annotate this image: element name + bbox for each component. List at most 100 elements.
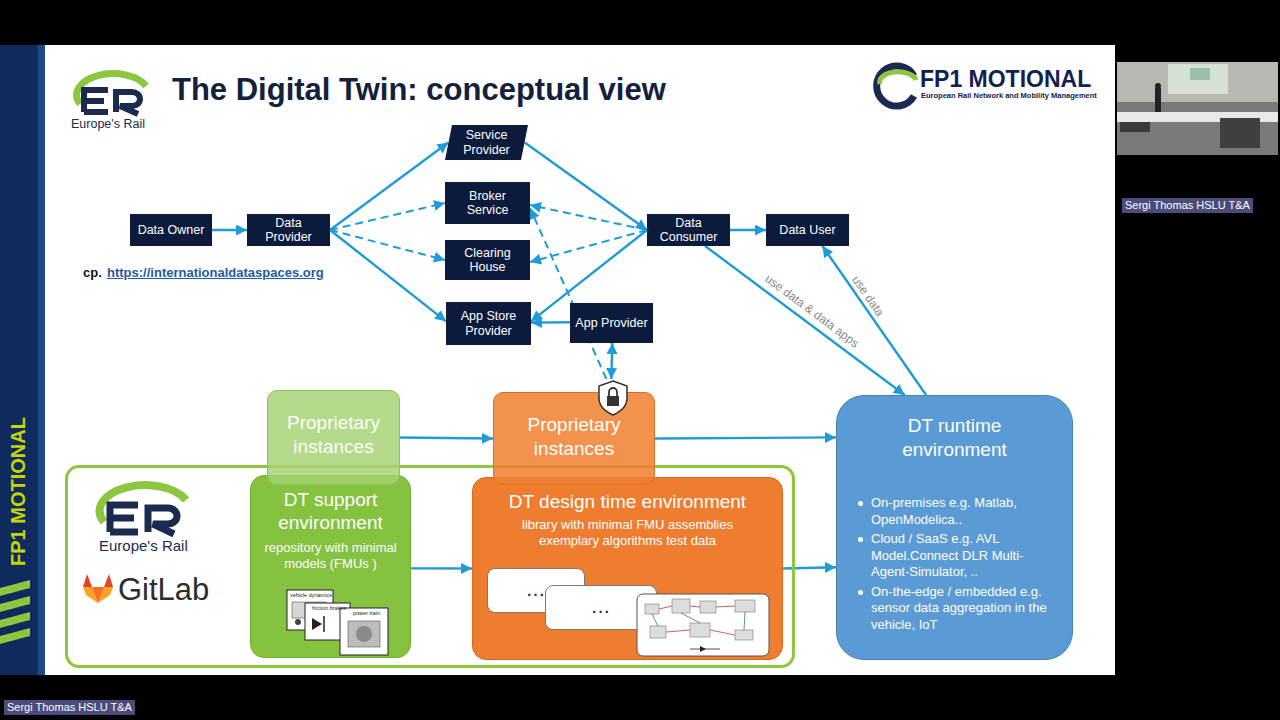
logo-subtitle: European Rail Network and Mobility Manag…: [921, 92, 1097, 101]
model-card: [340, 608, 388, 655]
fmu-block: [700, 601, 716, 613]
box-label: Clearing House: [449, 246, 526, 275]
dashed-arrow: [530, 205, 647, 230]
instance-box: Proprietary instances: [493, 392, 655, 485]
bullet-item: On-premises e.g. Matlab, OpenModelica..: [857, 495, 1056, 528]
logo-letter: [148, 508, 177, 534]
flow-arrow: [531, 321, 570, 324]
webcam-projection: [1168, 64, 1228, 94]
slide-title: The Digital Twin: conceptual view: [172, 72, 666, 108]
flow-arrow: [783, 567, 836, 568]
flow-arrow: [330, 143, 448, 231]
box-label: Proprietary instances: [494, 413, 654, 461]
box-label: Data Provider: [251, 216, 326, 245]
process-box: Data Provider: [247, 214, 330, 246]
flow-arrow: [330, 230, 446, 321]
box-label: …: [546, 596, 656, 616]
side-band-edge: [38, 45, 45, 675]
bullet-item: Cloud / SaaS e.g. AVL Model.Connect DLR …: [857, 531, 1056, 581]
process-box: App Provider: [570, 303, 653, 343]
reference-note: cp.: [83, 266, 102, 281]
box-label: Broker Service: [449, 189, 526, 218]
flow-arrow: [655, 437, 836, 438]
logo-swirl: [877, 66, 914, 106]
band-stripe: [0, 596, 30, 612]
webcam-person: [1155, 88, 1161, 114]
fmu-block: [690, 623, 710, 637]
gitlab-logo: [98, 587, 113, 603]
parallelogram-box: Service Provider: [445, 125, 528, 160]
wheel-icon: [295, 619, 301, 625]
slide-area: [45, 45, 1115, 675]
process-box: Broker Service: [445, 182, 530, 224]
flow-arrow: [525, 143, 647, 231]
box-body: library with minimal FMU assemblies exem…: [513, 517, 742, 549]
webcam-wall: [1117, 62, 1278, 102]
gitlab-logo: [98, 574, 113, 603]
vehicle-icon: [292, 602, 326, 618]
participant-name: Sergi Thomas HSLU T&A: [4, 700, 135, 715]
box-label: Proprietary instances: [268, 411, 399, 459]
process-box: Clearing House: [445, 240, 530, 280]
environment-box: DT support environmentrepository with mi…: [250, 475, 411, 658]
webcam-desk: [1117, 112, 1278, 122]
flow-arrow: [822, 246, 926, 395]
side-band: [0, 45, 45, 675]
webcam-projection-detail: [1190, 68, 1210, 80]
environment-box: DT design time environment library with m…: [472, 477, 783, 660]
logo-text: Europe's Rail: [99, 537, 188, 554]
box-heading: DT runtime environment: [853, 414, 1056, 462]
webcam-thumbnail: [1117, 62, 1278, 155]
fmu-block: [735, 600, 755, 612]
box-label: Service Provider: [453, 128, 520, 157]
box-label: App Store Provider: [450, 309, 527, 338]
dashed-arrow: [330, 230, 445, 260]
band-stripe: [0, 612, 30, 628]
powertrain-icon: [356, 626, 372, 642]
logo-text: FP1 MOTIONAL: [920, 66, 1091, 92]
dashed-arrow: [330, 203, 445, 230]
fmu-wire: [659, 606, 735, 635]
gitlab-logo: [83, 574, 98, 603]
box-label: Data Owner: [138, 223, 205, 237]
model-card: [287, 590, 333, 630]
box-label: Data User: [779, 223, 835, 237]
box-label: Data Consumer: [651, 216, 726, 245]
logo-text: GitLab: [118, 572, 209, 608]
instance-box: Proprietary instances: [267, 390, 400, 485]
logo-letter: [84, 90, 108, 112]
flow-arrow: [611, 343, 612, 379]
process-box: Data User: [766, 214, 849, 246]
box-label: App Provider: [575, 316, 647, 330]
fmu-block: [735, 630, 753, 640]
webcam-object: [1120, 122, 1150, 132]
logo-arc: [100, 485, 186, 522]
logo-arc: [77, 74, 146, 104]
lock-shield: [599, 381, 627, 415]
fmu-wire: [690, 649, 720, 650]
logo-swirl: [880, 72, 916, 84]
runtime-box: DT runtime environmentOn-premises e.g. M…: [836, 395, 1073, 660]
bullet-item: On-the-edge / embedded e.g. sensor data …: [857, 584, 1056, 634]
lock-body: [607, 396, 619, 406]
dashed-arrow: [530, 230, 647, 262]
brake-symbol: [312, 618, 322, 630]
flow-arrow: [400, 438, 493, 439]
webcam-object: [1220, 118, 1260, 148]
edge-label: use data & data apps: [763, 272, 861, 349]
fmu-block: [650, 626, 666, 638]
band-stripe: [0, 628, 30, 644]
brake-symbol: [323, 616, 325, 632]
participant-name: Sergi Thomas HSLU T&A: [1122, 198, 1253, 213]
flow-arrow: [411, 567, 472, 570]
reference-link: https://internationaldataspaces.org: [107, 266, 324, 281]
box-heading: DT design time environment: [483, 490, 772, 513]
fmu-wire: [652, 612, 745, 630]
gitlab-logo: [92, 587, 104, 603]
lock-shackle: [609, 388, 617, 396]
flow-arrow: [705, 246, 905, 395]
flow-arrow: [730, 229, 766, 231]
logo-letter: [116, 92, 140, 114]
